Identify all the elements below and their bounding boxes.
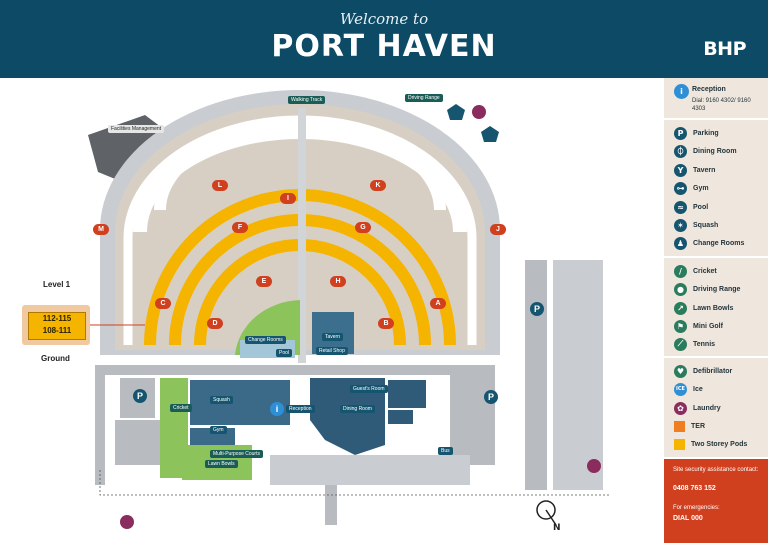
parking-icon: P bbox=[133, 389, 147, 403]
info-icon: i bbox=[270, 402, 284, 416]
heart-icon: ♥ bbox=[674, 364, 687, 378]
legend-tennis: Tennis bbox=[693, 340, 716, 348]
legend-dining-room: Dining Room bbox=[693, 147, 737, 155]
level-indicator: 112-115 108-111 bbox=[22, 305, 90, 345]
cricket-icon: / bbox=[674, 264, 687, 278]
multi-purpose-map-label: Multi-Purpose Courts bbox=[210, 450, 263, 458]
glass-icon: Y bbox=[674, 163, 687, 177]
page-title: PORT HAVEN bbox=[271, 29, 497, 64]
legend-ter: TER bbox=[691, 422, 705, 430]
parking-icon: P bbox=[674, 126, 687, 140]
ter-square-icon bbox=[674, 420, 685, 432]
dining-building bbox=[310, 378, 385, 455]
squash-icon: ✶ bbox=[674, 218, 687, 232]
walking-track-label: Walking Track bbox=[288, 96, 326, 104]
legend-facilities: P Parking ⏀ Dining Room Y Tavern ⊶ Gym ≈ Pool… bbox=[664, 120, 768, 258]
zone-g-label: G bbox=[355, 222, 371, 233]
legend-pool: Pool bbox=[693, 203, 709, 211]
bowls-icon: ↗ bbox=[674, 301, 687, 315]
legend-mini-golf: Mini Golf bbox=[693, 322, 723, 330]
legend-tavern: Tavern bbox=[693, 166, 716, 174]
parking-icon: P bbox=[530, 302, 544, 316]
zone-e-label: E bbox=[256, 276, 272, 287]
brand-logo: BHP bbox=[703, 38, 746, 60]
legend-reception: i Reception Dial: 9160 4302/ 9160 4303 bbox=[664, 78, 768, 120]
zone-b-label: B bbox=[378, 318, 394, 329]
parking-icon: P bbox=[484, 390, 498, 404]
legend-panel: i Reception Dial: 9160 4302/ 9160 4303 P… bbox=[664, 78, 768, 543]
ground-label: Ground bbox=[41, 354, 70, 363]
zone-h-label: H bbox=[330, 276, 346, 287]
laundry-icon: ✿ bbox=[674, 401, 687, 415]
level1-label: Level 1 bbox=[43, 280, 71, 289]
zone-c-label: C bbox=[155, 298, 171, 309]
legend-services: ♥ Defibrillator ICE Ice ✿ Laundry TER Two S… bbox=[664, 358, 768, 459]
legend-change-rooms: Change Rooms bbox=[693, 239, 745, 247]
minigolf-icon: ⚑ bbox=[674, 319, 687, 333]
zone-j-label: J bbox=[490, 224, 506, 235]
legend-sports: / Cricket ● Driving Range ↗ Lawn Bowls ⚑ Min… bbox=[664, 258, 768, 358]
legend-gym: Gym bbox=[693, 184, 709, 192]
reception-dial: Dial: 9160 4302/ 9160 4303 bbox=[692, 98, 751, 112]
ice-icon: ICE bbox=[674, 382, 687, 396]
lawn-bowls-map-label: Lawn Bowls bbox=[205, 460, 238, 468]
security-text: Site security assistance contact: bbox=[673, 467, 759, 473]
zone-k-label: K bbox=[370, 180, 386, 191]
info-icon: i bbox=[674, 84, 689, 99]
legend-defibrillator: Defibrillator bbox=[693, 367, 733, 375]
dining-room-map-label: Dining Room bbox=[340, 405, 375, 413]
legend-two-storey-pods: Two Storey Pods bbox=[691, 440, 748, 448]
header-banner: Welcome to PORT HAVEN BHP bbox=[0, 0, 768, 78]
zone-i-label: I bbox=[280, 193, 296, 204]
legend-parking: Parking bbox=[693, 129, 719, 137]
compass-icon bbox=[536, 500, 556, 520]
emergency-number[interactable]: DIAL 000 bbox=[673, 515, 703, 522]
legend-lawn-bowls: Lawn Bowls bbox=[693, 304, 734, 312]
tennis-icon: ⟋ bbox=[674, 337, 687, 351]
lower-rooms-text: 108-111 bbox=[42, 326, 72, 335]
retail-shop-label: Retail Shop bbox=[316, 347, 348, 355]
dumbbell-icon: ⊶ bbox=[674, 181, 687, 195]
legend-cricket: Cricket bbox=[693, 267, 717, 275]
squash-map-label: Squash bbox=[210, 396, 233, 404]
security-phone[interactable]: 0408 763 152 bbox=[673, 485, 716, 492]
zone-d-label: D bbox=[207, 318, 223, 329]
legend-laundry: Laundry bbox=[693, 404, 721, 412]
security-contact-box: Site security assistance contact: 0408 7… bbox=[664, 459, 768, 543]
guests-room-label: Guest's Room bbox=[350, 385, 388, 393]
svg-text:N: N bbox=[553, 523, 561, 533]
pool-map-label: Pool bbox=[276, 349, 293, 357]
legend-ice: Ice bbox=[693, 385, 703, 393]
legend-driving-range: Driving Range bbox=[693, 285, 741, 293]
cricket-map-label: Cricket bbox=[170, 404, 192, 412]
legend-squash: Squash bbox=[693, 221, 719, 229]
tavern-label: Tavern bbox=[322, 333, 344, 341]
main-road bbox=[95, 365, 495, 375]
zone-l-label: L bbox=[212, 180, 228, 191]
upper-rooms-text: 112-115 bbox=[42, 314, 72, 323]
gym-map-label: Gym bbox=[210, 426, 227, 434]
driving-range-label: Driving Range bbox=[405, 94, 443, 102]
change-rooms-map-label: Change Rooms bbox=[245, 336, 286, 344]
cutlery-icon: ⏀ bbox=[674, 144, 687, 158]
bus-map-label: Bus bbox=[438, 447, 453, 455]
zone-m-label: M bbox=[93, 224, 109, 235]
reception-map-label: Reception bbox=[286, 405, 315, 413]
welcome-text: Welcome to bbox=[339, 10, 429, 28]
zone-f-label: F bbox=[232, 222, 248, 233]
site-map: N M L K J F G E H D C B A I Facilities M… bbox=[0, 78, 664, 543]
reception-title: Reception bbox=[692, 86, 726, 93]
site-map-svg: N bbox=[0, 78, 664, 543]
facilities-label: Facilities Management bbox=[108, 125, 165, 133]
pods-square-icon bbox=[674, 438, 685, 450]
people-icon: ♟ bbox=[674, 236, 687, 250]
emergency-text: For emergencies: bbox=[673, 505, 720, 511]
zone-a-label: A bbox=[430, 298, 446, 309]
golf-icon: ● bbox=[674, 282, 687, 296]
swim-icon: ≈ bbox=[674, 200, 687, 214]
